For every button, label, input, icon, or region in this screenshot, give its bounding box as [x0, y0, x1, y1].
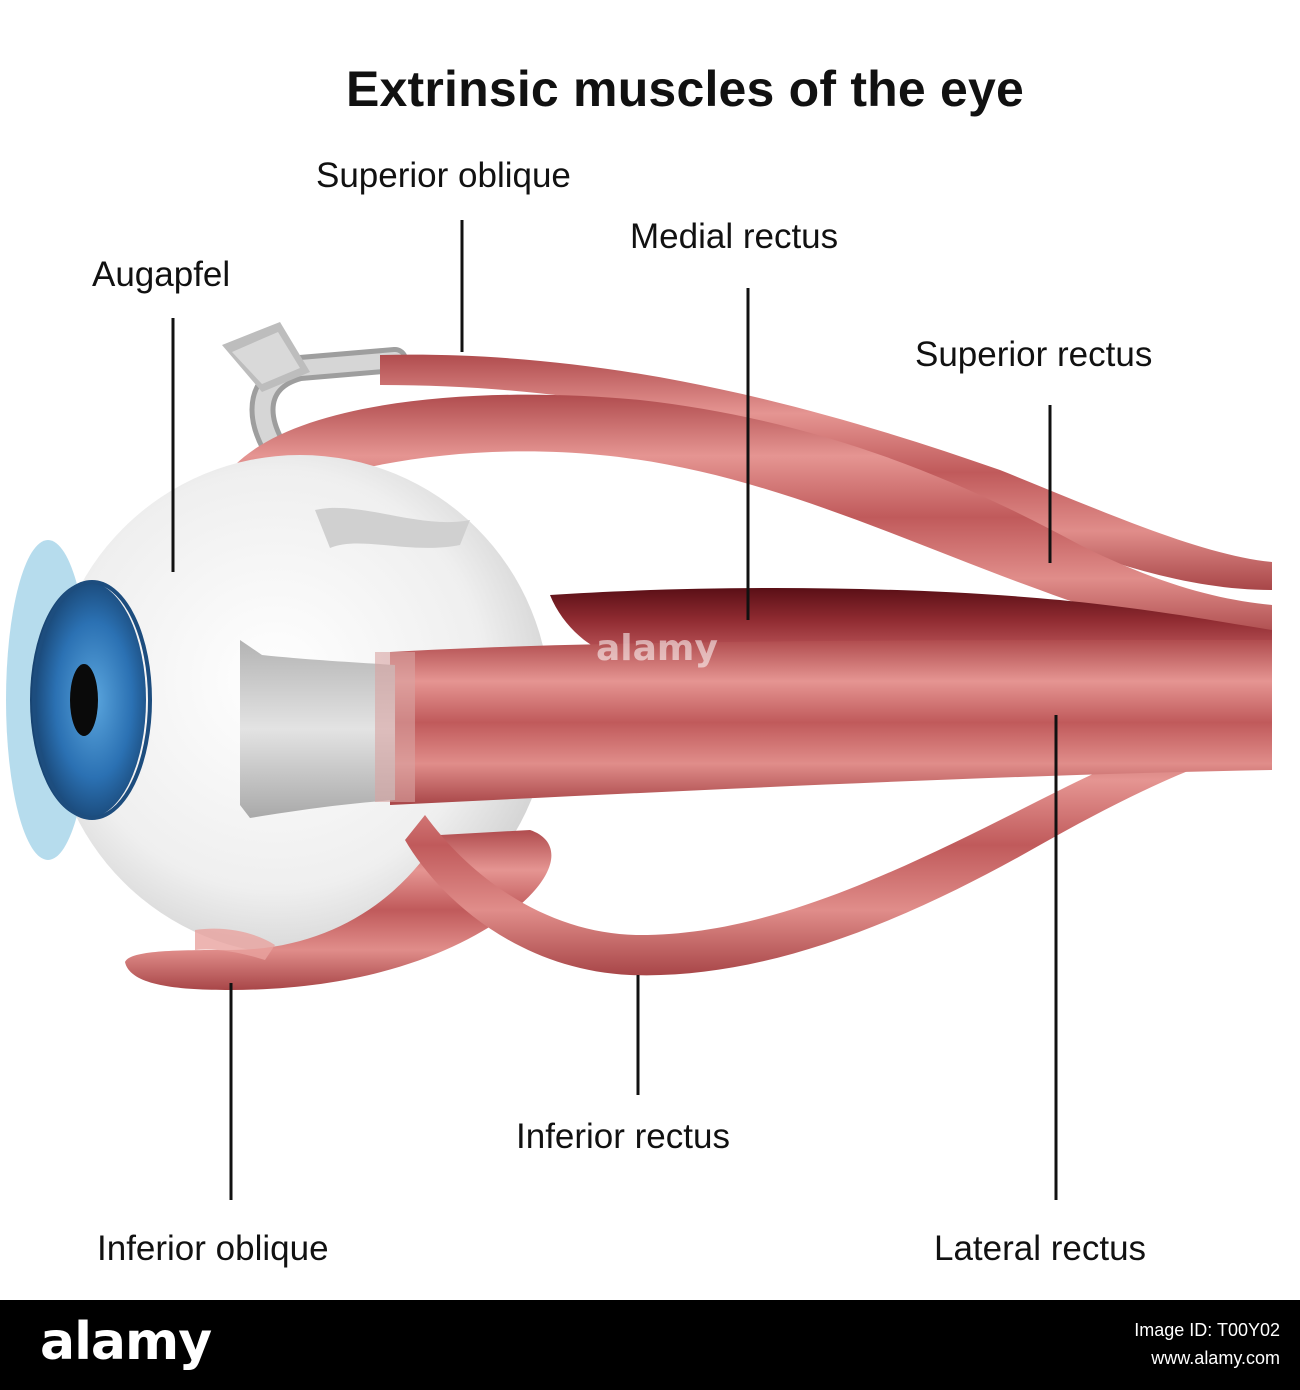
footer-brand-logo: alamy [40, 1312, 212, 1372]
watermark: alamy [596, 628, 718, 669]
superior-rectus-muscle [235, 394, 1272, 640]
label-lateral-rectus: Lateral rectus [934, 1229, 1147, 1268]
lateral-rectus-group [240, 640, 1272, 818]
leader-lines [171, 220, 1058, 1200]
label-superior-oblique: Superior oblique [316, 156, 571, 195]
footer-bar: alamy Image ID: T00Y02 www.alamy.com [0, 1300, 1300, 1390]
label-superior-rectus: Superior rectus [915, 335, 1153, 374]
footer-site: www.alamy.com [1151, 1348, 1280, 1368]
footer-image-info: Image ID: T00Y02 www.alamy.com [1134, 1316, 1280, 1372]
eye-muscle-illustration [6, 220, 1272, 1200]
diagram-title: Extrinsic muscles of the eye [345, 61, 1025, 117]
label-augapfel: Augapfel [92, 255, 231, 294]
medial-rectus-muscle [550, 588, 1272, 650]
footer-image-id: Image ID: T00Y02 [1134, 1320, 1280, 1340]
label-medial-rectus: Medial rectus [630, 217, 839, 256]
label-inferior-rectus: Inferior rectus [516, 1117, 730, 1156]
label-inferior-oblique: Inferior oblique [97, 1229, 329, 1268]
